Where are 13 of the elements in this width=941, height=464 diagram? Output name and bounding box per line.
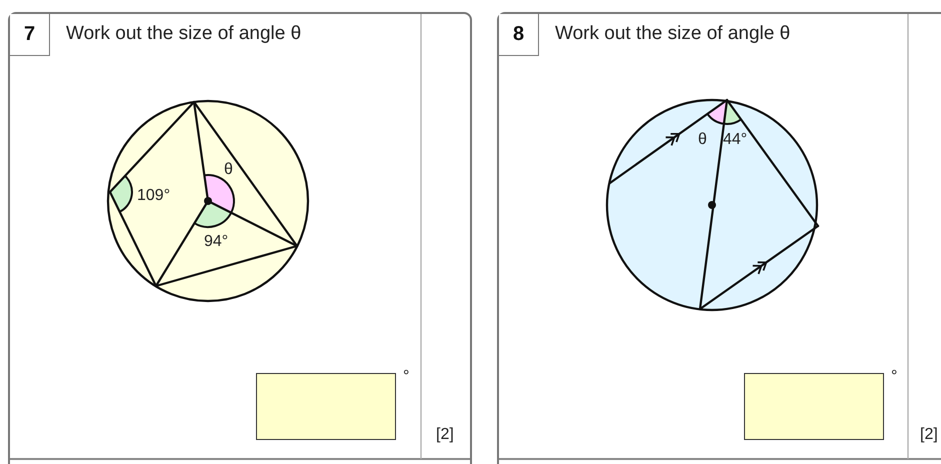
question-text: Work out the size of angle θ: [66, 23, 302, 45]
degree-sign: °: [891, 369, 898, 385]
question-number: 8: [499, 14, 539, 56]
angle-label: θ: [698, 132, 707, 148]
angle-label: 94°: [204, 234, 228, 250]
question-text: Work out the size of angle θ: [555, 23, 790, 45]
angle-label: 109°: [137, 188, 170, 204]
angle-label: θ: [224, 162, 233, 178]
degree-sign: °: [403, 369, 410, 385]
marks-label: [2]: [920, 427, 938, 443]
question-number: 7: [10, 14, 50, 56]
angle-label: 44°: [723, 132, 748, 148]
marks-label: [2]: [436, 427, 454, 443]
